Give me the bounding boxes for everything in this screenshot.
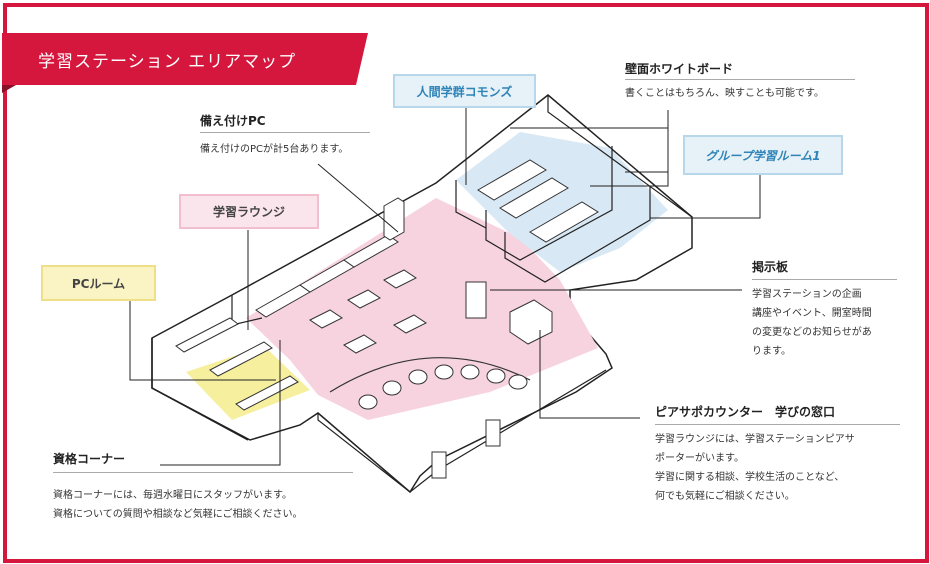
banner-shape [2, 33, 368, 93]
bulletin-board-icon [465, 281, 487, 319]
whiteboard-desc-line: 書くことはもちろん、映すことも可能です。 [625, 88, 824, 99]
certification-rule [53, 472, 353, 473]
sofa-arc [329, 357, 531, 393]
certification-desc-line: 資格コーナーには、毎週水曜日にスタッフがいます。 [53, 490, 292, 501]
group-room-floor [456, 132, 668, 272]
partition [504, 186, 651, 283]
wall-line [151, 338, 249, 441]
whiteboard-heading: 壁面ホワイトボード [625, 62, 734, 76]
peer-support-rule [655, 424, 900, 425]
peer-support-heading: ピアサポカウンター 学びの窓口 [655, 405, 836, 419]
label-pc-room: PCルーム [41, 265, 156, 301]
label-lounge: 学習ラウンジ [179, 194, 319, 229]
page-title: 学習ステーション エリアマップ [38, 52, 297, 72]
partition [455, 180, 487, 229]
label-group-room: グループ学習ルーム1 [683, 135, 843, 175]
peer-counter [509, 299, 553, 345]
bulletin-desc-line: ります。 [752, 346, 791, 357]
label-commons: 人間学群コモンズ [393, 74, 536, 108]
group-tables [477, 159, 599, 243]
door [485, 419, 501, 447]
certification-desc-line: 資格についての質問や相談など気軽にご相談ください。 [53, 509, 303, 520]
lounge-tables [309, 269, 427, 354]
peer-support-desc-line: 何でも気軽にご相談ください。 [655, 491, 795, 502]
pc-stand [383, 197, 405, 241]
peer-support-desc-line: 学習ラウンジには、学習ステーションピアサ [655, 434, 855, 445]
peer-support-desc-line: ポーターがいます。 [655, 453, 744, 464]
fixed-pc-rule [200, 132, 370, 133]
certification-heading: 資格コーナー [53, 452, 126, 466]
bulletin-desc-line: 学習ステーションの企画 [752, 289, 862, 300]
fixed-pc-heading: 備え付けPC [200, 114, 266, 128]
sofas [358, 364, 528, 410]
partition [485, 146, 613, 261]
bulletin-desc-line: の変更などのお知らせがあ [752, 327, 872, 338]
bulletin-rule [752, 279, 897, 280]
bulletin-desc-line: 講座やイベント、開室時間 [752, 308, 872, 319]
pc-room-floor [186, 346, 310, 420]
bulletin-heading: 掲示板 [752, 260, 789, 274]
wall-line [317, 413, 411, 493]
wall-line [547, 95, 693, 218]
commons-desks [255, 234, 399, 318]
fixed-pc-desc-line: 備え付けのPCが計5台あります。 [200, 144, 349, 155]
whiteboard-rule [625, 79, 855, 80]
peer-support-desc-line: 学習に関する相談、学校生活のことなど、 [655, 472, 845, 483]
leader-lines [129, 108, 761, 466]
pc-room-desks [175, 317, 299, 411]
title-banner: 学習ステーション エリアマップ [2, 33, 368, 93]
door [431, 451, 447, 479]
